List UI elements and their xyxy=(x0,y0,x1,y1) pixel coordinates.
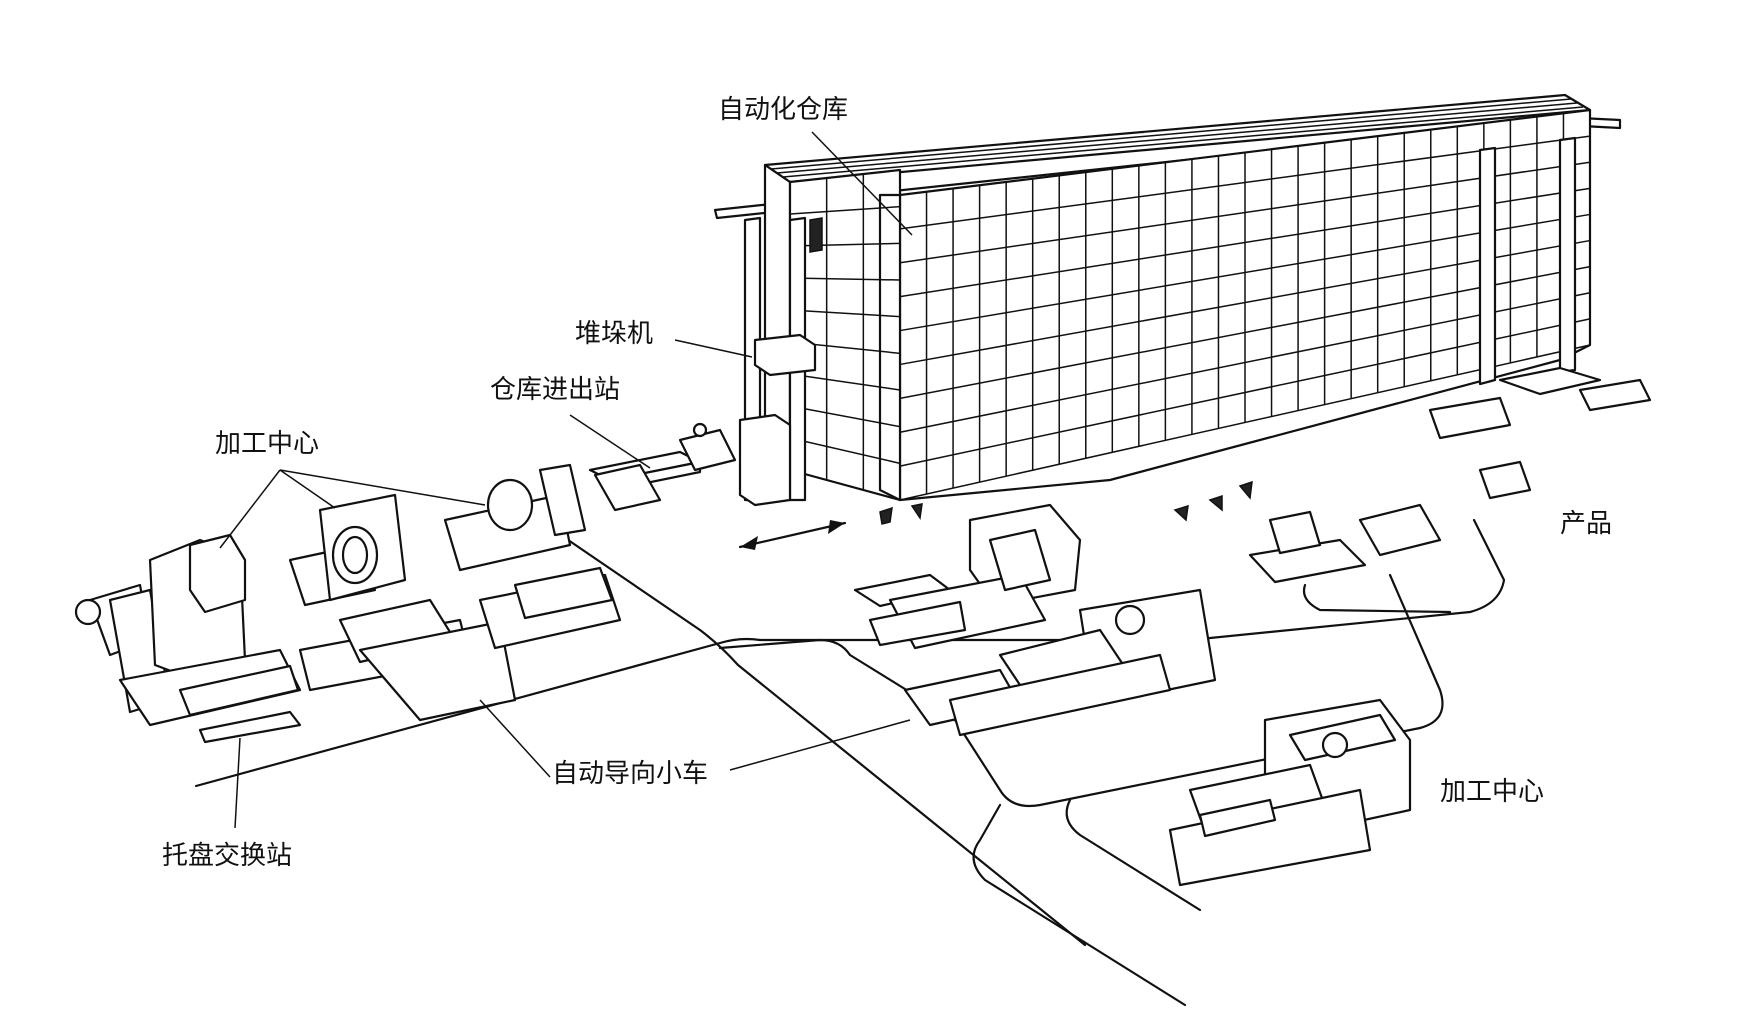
labels: 自动化仓库 堆垛机 仓库进出站 加工中心 自动导向小车 托盘交换站 产品 加工中… xyxy=(162,95,1612,871)
rack-row-line xyxy=(899,187,1591,298)
rack-row-line xyxy=(899,292,1591,433)
agv-center-2 xyxy=(903,588,1217,737)
roof-stripe xyxy=(776,102,1578,174)
label-agv: 自动导向小车 xyxy=(552,759,708,789)
label-stacker: 堆垛机 xyxy=(575,319,653,349)
warehouse-rack-grid xyxy=(770,98,1591,501)
leader-lines xyxy=(219,131,913,829)
label-warehouse: 自动化仓库 xyxy=(718,95,848,125)
label-pallet-station: 托盘交换站 xyxy=(162,841,292,871)
rack-row-line xyxy=(789,469,901,501)
label-product: 产品 xyxy=(1560,509,1612,539)
rack-row-line xyxy=(899,265,1591,400)
rack-row-line xyxy=(789,405,901,428)
rack-row-line xyxy=(789,309,901,318)
rack-row-line xyxy=(899,239,1591,366)
rack-row-line xyxy=(789,169,901,183)
machining-center-3 xyxy=(443,463,622,650)
label-io-station: 仓库进出站 xyxy=(490,375,620,405)
warehouse-io-station xyxy=(588,422,737,512)
rack-row-line xyxy=(789,242,901,247)
product-conveyor xyxy=(1248,366,1652,584)
rack-row-line xyxy=(899,344,1591,501)
roof-stripe xyxy=(782,106,1584,178)
rack-row-line xyxy=(789,205,901,215)
floor-parts xyxy=(879,480,1253,525)
rack-row-line xyxy=(899,109,1591,196)
automated-warehouse xyxy=(713,93,1622,502)
rack-row-line xyxy=(899,318,1591,467)
machining-center-1 xyxy=(74,533,302,744)
rack-row-line xyxy=(899,135,1591,230)
rack-row-line xyxy=(789,437,901,465)
label-machining-center-right: 加工中心 xyxy=(1440,777,1544,807)
label-machining-center-left: 加工中心 xyxy=(215,429,319,459)
rack-row-line xyxy=(899,213,1591,332)
machining-center-4 xyxy=(1168,698,1412,887)
stacker-crane xyxy=(738,217,823,507)
travel-arrow xyxy=(738,520,847,550)
rack-row-line xyxy=(899,161,1591,264)
agv-center-1 xyxy=(853,503,1082,650)
rack-row-line xyxy=(789,277,901,281)
machining-center-2 xyxy=(288,493,517,722)
roof-stripe xyxy=(770,98,1572,170)
rack-row-line xyxy=(789,373,901,391)
